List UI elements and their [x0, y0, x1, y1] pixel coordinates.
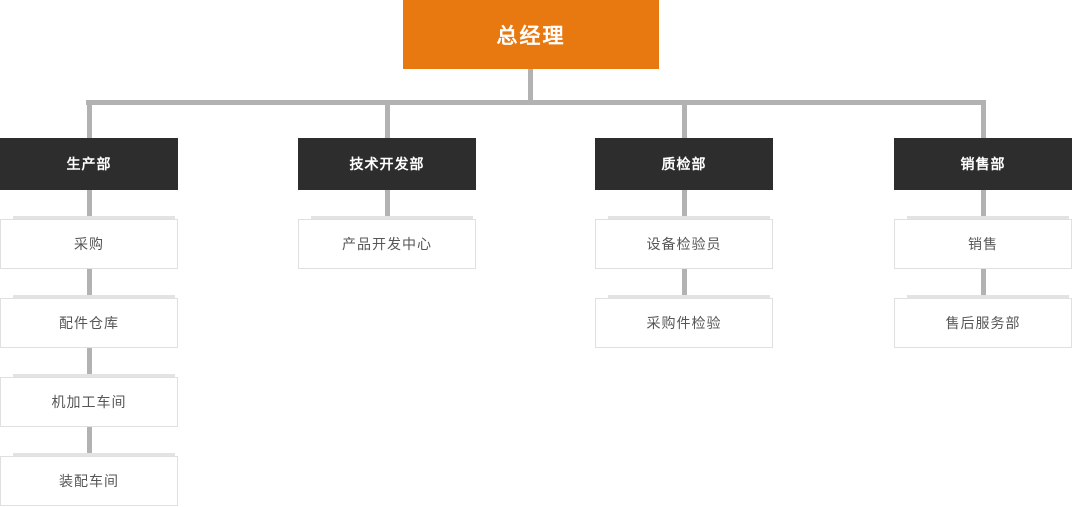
connector-vertical [384, 105, 390, 138]
org-node-parts-warehouse: 配件仓库 [0, 295, 178, 348]
org-node-production-dept: 生产部 [0, 138, 178, 190]
connector-vertical [384, 190, 390, 219]
connector-vertical [681, 105, 687, 138]
connector-horizontal-bus [86, 100, 986, 105]
org-node-product-dev-center: 产品开发中心 [298, 216, 476, 269]
org-node-quality-inspection-dept: 质检部 [595, 138, 773, 190]
org-node-sales-dept: 销售部 [894, 138, 1072, 190]
connector-vertical [980, 105, 986, 138]
connector-vertical [86, 190, 92, 219]
connector-vertical [980, 269, 986, 298]
connector-vertical [86, 348, 92, 377]
org-node-tech-development-dept: 技术开发部 [298, 138, 476, 190]
org-node-machining-workshop: 机加工车间 [0, 374, 178, 427]
org-node-after-sales-service: 售后服务部 [894, 295, 1072, 348]
branch-sales: 销售部 销售 售后服务部 [894, 105, 1072, 348]
connector-vertical [86, 105, 92, 138]
branch-production: 生产部 采购 配件仓库 机加工车间 装配车间 [0, 105, 178, 506]
org-node-sales: 销售 [894, 216, 1072, 269]
connector-vertical [86, 269, 92, 298]
org-node-procurement: 采购 [0, 216, 178, 269]
org-node-purchased-parts-inspection: 采购件检验 [595, 295, 773, 348]
connector-vertical [681, 269, 687, 298]
connector-root-vertical [528, 69, 533, 102]
connector-vertical [681, 190, 687, 219]
org-node-assembly-workshop: 装配车间 [0, 453, 178, 506]
branch-quality-inspection: 质检部 设备检验员 采购件检验 [595, 105, 773, 348]
branch-tech-development: 技术开发部 产品开发中心 [298, 105, 476, 269]
org-node-equipment-inspector: 设备检验员 [595, 216, 773, 269]
connector-vertical [980, 190, 986, 219]
org-node-general-manager: 总经理 [403, 0, 659, 69]
connector-vertical [86, 427, 92, 456]
